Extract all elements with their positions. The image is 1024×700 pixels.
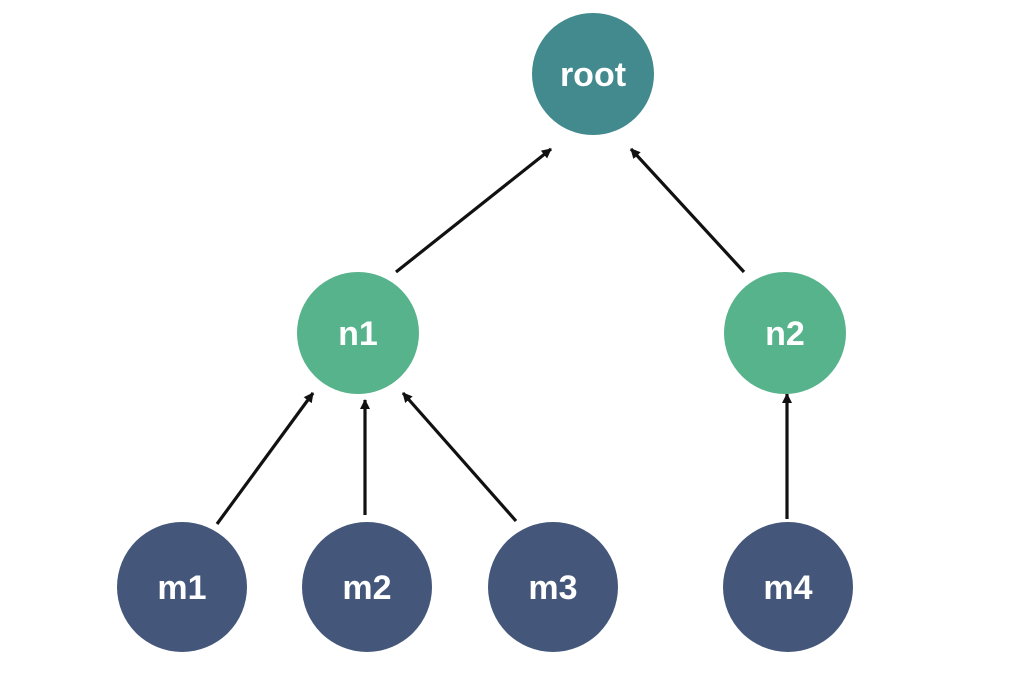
node-m2-label: m2 [342,569,391,607]
node-m3-circle [488,522,618,652]
node-n2-circle [724,272,846,394]
node-m1: m1 [117,522,247,652]
node-n1-circle [297,272,419,394]
edge-m3-n1-arrow [401,391,518,523]
node-m4-circle [723,522,853,652]
edge-m1-n1-arrow [215,392,315,525]
edge-n2-root-arrow [629,147,746,274]
node-n1-label: n1 [338,315,378,353]
node-m1-circle [117,522,247,652]
node-root-circle [532,13,654,135]
node-n1: n1 [297,272,419,394]
node-m1-label: m1 [157,569,206,607]
node-m3-label: m3 [528,569,577,607]
node-m4: m4 [723,522,853,652]
edges [215,147,792,525]
node-root-label: root [560,56,626,94]
node-n2: n2 [724,272,846,394]
node-m2-circle [302,522,432,652]
node-n2-label: n2 [765,315,805,353]
node-m2: m2 [302,522,432,652]
edge-n1-root-arrow [395,147,552,274]
node-m3: m3 [488,522,618,652]
node-m4-label: m4 [763,569,812,607]
node-root: root [532,13,654,135]
